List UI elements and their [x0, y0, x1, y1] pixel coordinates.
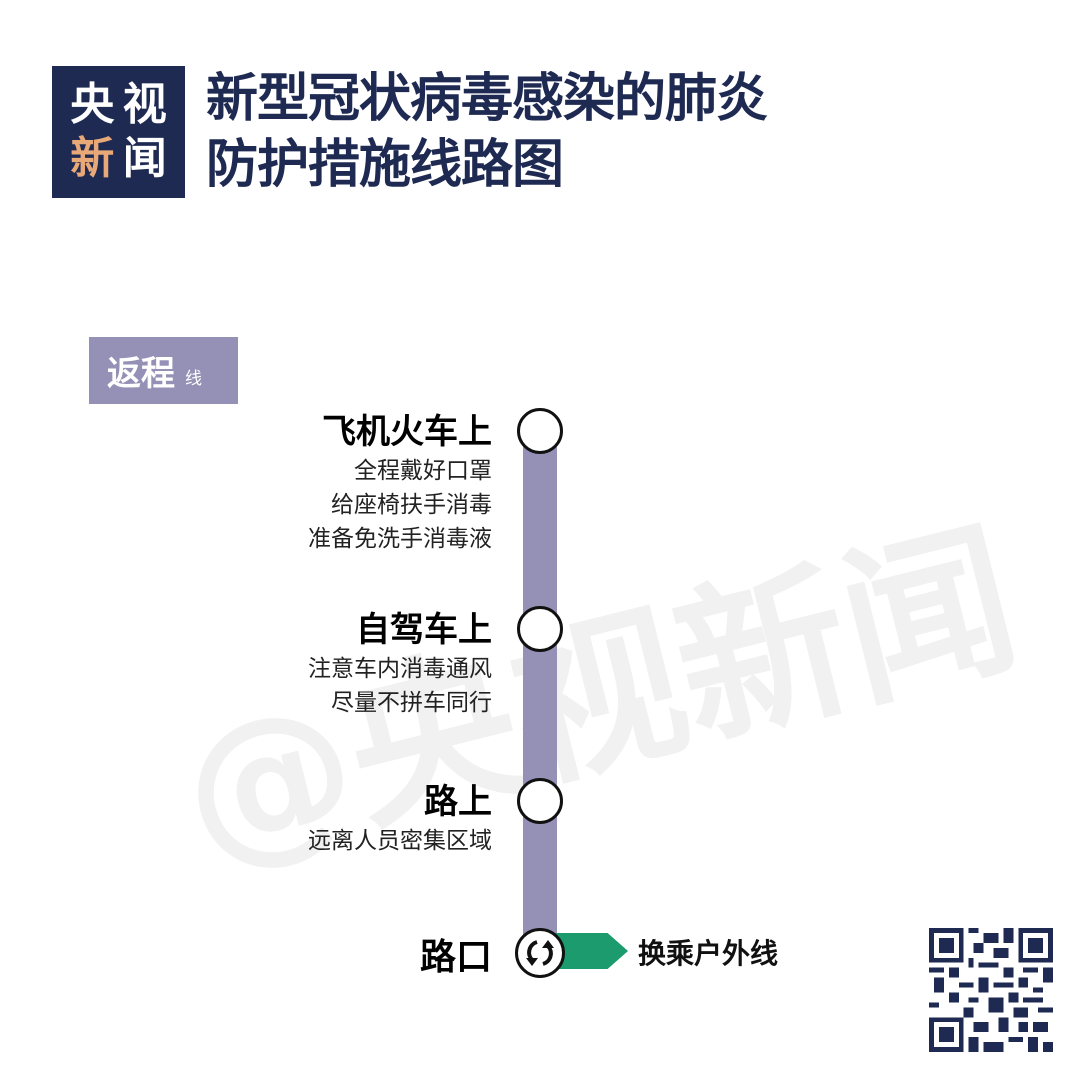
- station-stop-icon: [517, 408, 563, 454]
- watermark: @央视新闻: [162, 499, 1036, 898]
- station-name: 自驾车上: [356, 610, 492, 650]
- transfer-arrow-icon: [555, 933, 628, 969]
- title-line-2: 防护措施线路图: [206, 135, 564, 195]
- station-airplane-train: 飞机火车上 全程戴好口罩 给座椅扶手消毒 准备免洗手消毒液: [308, 410, 492, 556]
- station-desc: 给座椅扶手消毒: [331, 492, 492, 518]
- line-tag: 返程 线: [89, 337, 238, 404]
- qr-code-icon: [929, 928, 1053, 1052]
- junction-name: 路口: [419, 937, 492, 978]
- station-desc: 准备免洗手消毒液: [308, 526, 492, 552]
- cctv-news-logo: 央 视 新 闻: [52, 66, 185, 198]
- station-road: 路上 远离人员密集区域: [308, 780, 492, 858]
- logo-char: 视: [122, 79, 167, 130]
- station-desc: 注意车内消毒通风: [308, 656, 492, 682]
- line-name: 返程: [107, 354, 175, 394]
- transfer-icon: [515, 928, 565, 978]
- station-desc: 远离人员密集区域: [308, 828, 492, 854]
- transfer-label: 换乘户外线: [638, 937, 779, 970]
- logo-char: 新: [70, 133, 115, 184]
- route-track: [523, 432, 557, 942]
- logo-char: 闻: [122, 133, 167, 184]
- station-desc: 全程戴好口罩: [354, 458, 492, 484]
- station-stop-icon: [517, 778, 563, 824]
- title-line-1: 新型冠状病毒感染的肺炎: [206, 69, 768, 129]
- station-stop-icon: [517, 606, 563, 652]
- station-name: 路上: [424, 782, 492, 822]
- station-self-drive: 自驾车上 注意车内消毒通风 尽量不拼车同行: [308, 608, 492, 720]
- station-name: 飞机火车上: [322, 412, 492, 452]
- station-desc: 尽量不拼车同行: [331, 690, 492, 716]
- line-suffix: 线: [185, 369, 202, 389]
- logo-char: 央: [70, 79, 115, 130]
- page-title: 新型冠状病毒感染的肺炎 防护措施线路图: [206, 66, 768, 198]
